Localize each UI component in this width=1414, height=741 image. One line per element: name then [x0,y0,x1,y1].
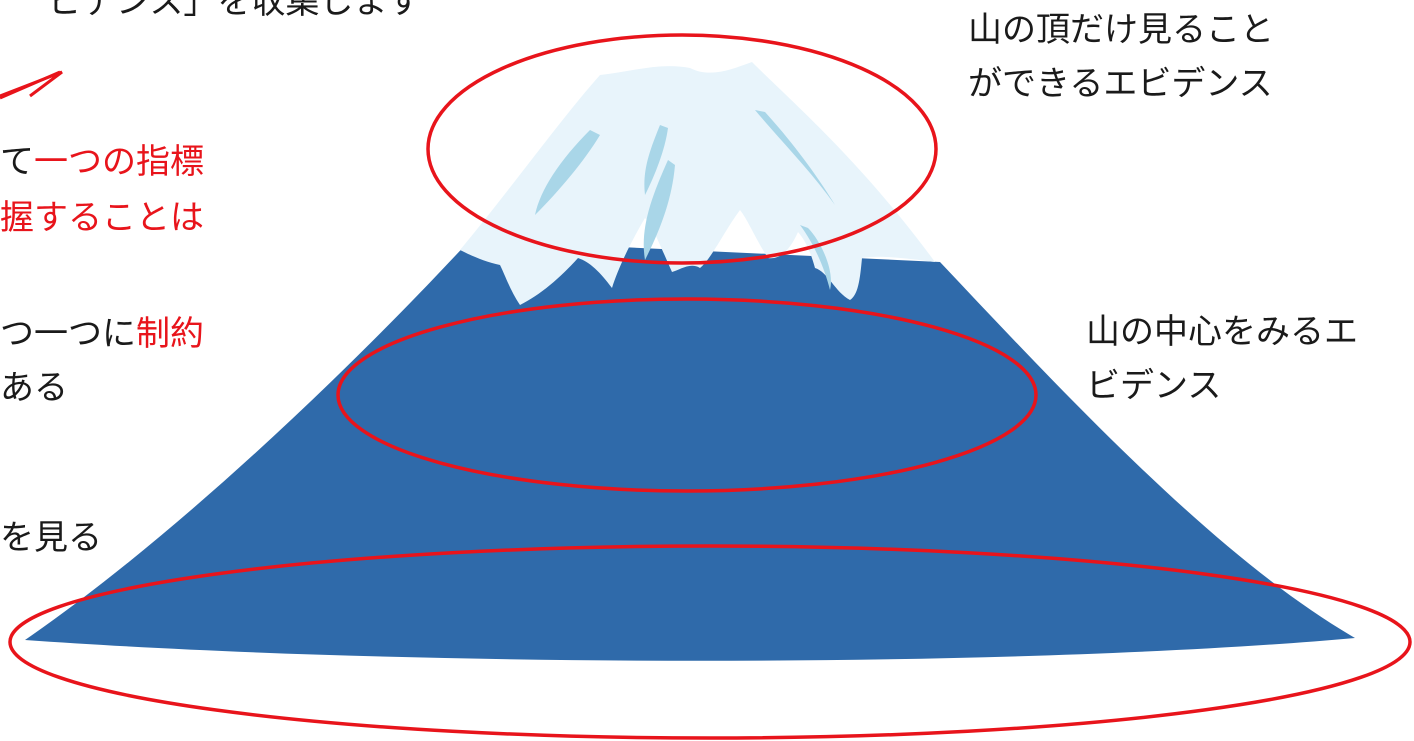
left-text-line-2a: て [0,142,34,182]
label-mid-line-2: ビデンス [1086,366,1222,406]
mountain-body [25,240,1355,661]
left-text-line-1: ビデンス」を収集します [48,0,422,22]
left-text-line-2: て一つの指標 [0,140,204,184]
left-text-line-5: ある [0,368,68,408]
snow-streak [800,225,831,290]
arrow-head-outline [0,70,63,98]
top-highlight-ellipse [426,33,938,265]
left-text-line-3: 握することは [0,198,204,238]
left-text-line-2b: 一つの指標 [34,142,204,182]
label-mid-line-1: 山の中心をみるエ [1086,312,1358,352]
base-highlight-ellipse [8,544,1412,740]
snow-streak [643,160,675,260]
label-top-line-1: 山の頂だけ見ること [968,10,1274,50]
snow-streak [535,130,600,215]
left-text-line-4: つ一つに制約 [0,312,204,356]
left-text-line-4a: つ一つに [0,314,136,354]
middle-highlight-ellipse [336,297,1038,493]
left-text-line-4b: 制約 [136,314,204,354]
label-top-line-2: ができるエビデンス [968,64,1273,104]
left-text-line-6: を見る [0,518,102,558]
snow-streak [644,125,668,195]
